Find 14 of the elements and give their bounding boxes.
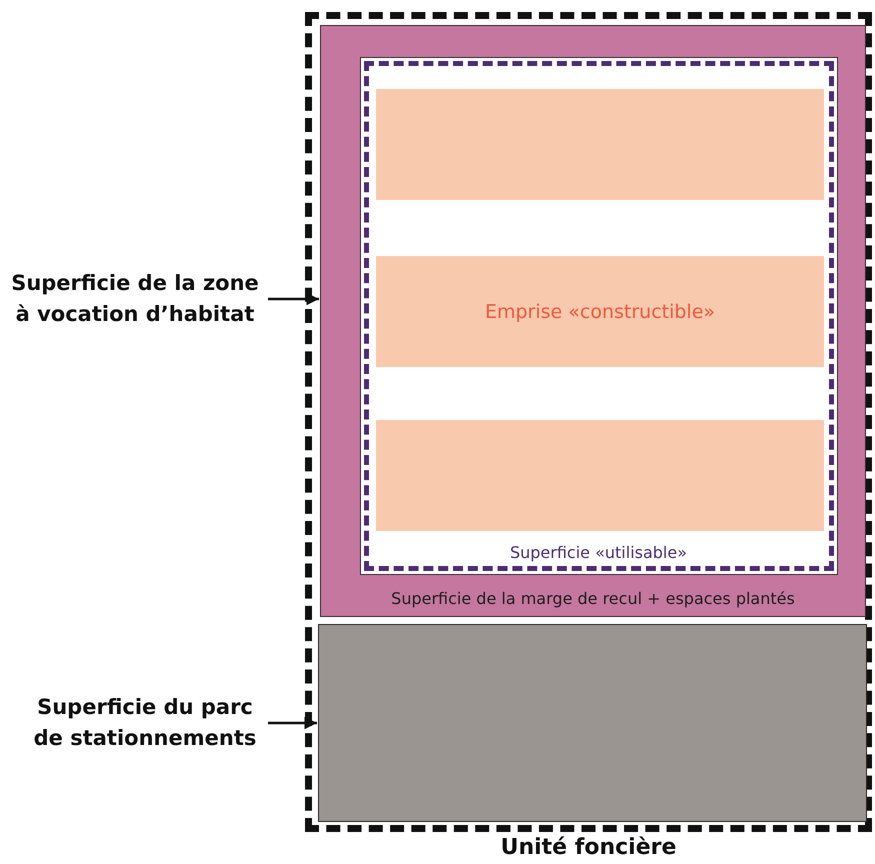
arrow [268,716,317,730]
boundary-title: Unité foncière [500,835,678,860]
building-area [376,256,824,367]
usable-area [360,56,838,574]
callout-label: Superficie du parc de stationnements [24,690,266,756]
parking-area [318,624,867,822]
zone-label: Superficie «utilisable» [508,542,688,562]
zone-label: Superficie de la marge de recul + espaces plantés [390,589,796,608]
callout-label: Superficie de la zone à vocation d’habitat [4,266,266,332]
setback-zone [320,25,866,617]
building-area [376,89,824,200]
building-area [376,420,824,531]
arrow [268,292,319,306]
area-label: Emprise «constructible» [484,300,716,322]
